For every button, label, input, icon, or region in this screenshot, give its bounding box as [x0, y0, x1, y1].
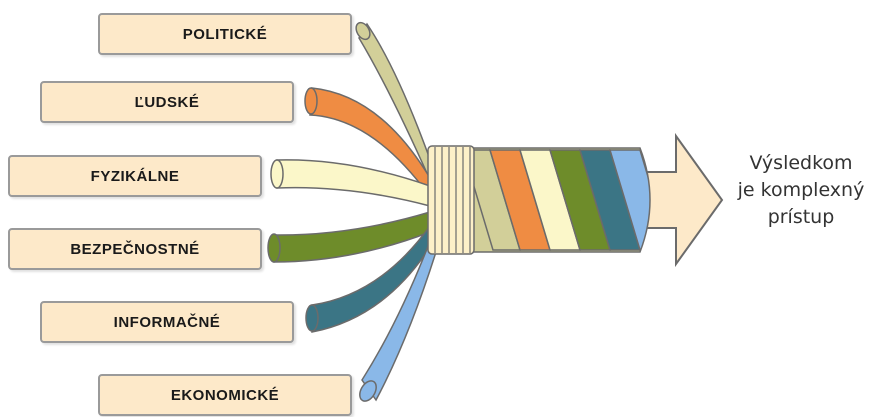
factor-label: ĽUDSKÉ [134, 93, 200, 111]
factor-box-ekonomicke: EKONOMICKÉ [98, 374, 352, 416]
factor-label: FYZIKÁLNE [90, 167, 180, 185]
factor-label: POLITICKÉ [182, 25, 268, 43]
factor-label: EKONOMICKÉ [170, 386, 280, 404]
strand-ludske-end [304, 87, 318, 115]
factor-label: BEZPEČNOSTNÉ [70, 240, 200, 258]
factor-box-fyzikalne: FYZIKÁLNE [8, 155, 262, 197]
twisted-rope [470, 148, 650, 252]
factor-box-politicke: POLITICKÉ [98, 13, 352, 55]
strand-bezpecnostne-end [267, 233, 281, 263]
result-caption: Výsledkom je komplexný prístup [726, 150, 876, 231]
strand-informacne-end [305, 304, 319, 332]
factor-label: INFORMAČNÉ [113, 313, 221, 331]
factor-box-informacne: INFORMAČNÉ [40, 301, 294, 343]
result-line-2: je komplexný [737, 179, 865, 201]
rope-binding [427, 145, 475, 255]
strand-ekonomicke-end [359, 380, 377, 402]
result-line-1: Výsledkom [749, 152, 853, 174]
factor-box-ludske: ĽUDSKÉ [40, 81, 294, 123]
factor-box-bezpecnostne: BEZPEČNOSTNÉ [8, 228, 262, 270]
strand-fyzikalne-end [270, 159, 284, 189]
result-line-3: prístup [767, 206, 835, 228]
rope-twist-6 [608, 149, 650, 251]
strand-politicke-end [355, 21, 371, 41]
